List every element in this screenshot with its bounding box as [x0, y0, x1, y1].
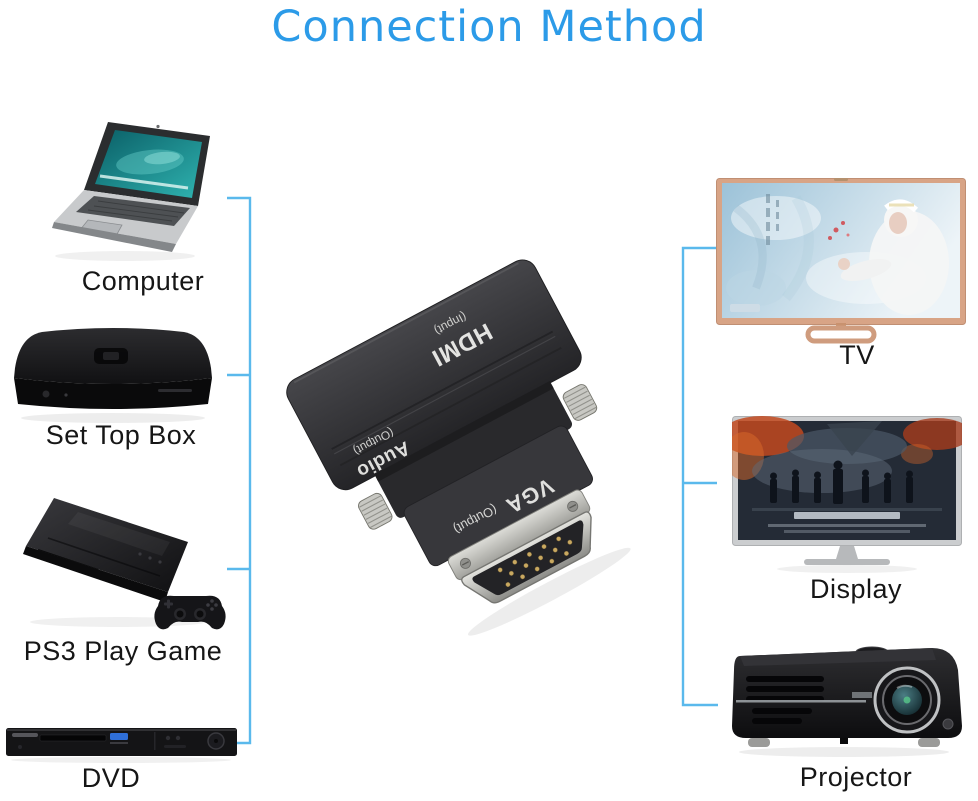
display-image: [732, 416, 962, 576]
ps3-image: [18, 492, 233, 644]
right-bus-line: [681, 246, 718, 707]
gamepad-icon: [154, 595, 226, 630]
left-bus-line: [227, 196, 252, 745]
dvd-label: DVD: [81, 763, 141, 793]
display-label: Display: [809, 574, 903, 604]
poster-text-marks: [766, 194, 779, 245]
projector-icon: [732, 646, 962, 757]
ps3-label: PS3 Play Game: [23, 636, 223, 666]
set-top-box-icon: [14, 328, 212, 423]
tv-stand: [805, 325, 877, 344]
projector-image: [722, 640, 967, 762]
vga-pins: [497, 536, 573, 587]
dvd-image: [4, 718, 239, 766]
set-top-box-label: Set Top Box: [45, 420, 197, 450]
set-top-box-image: [8, 318, 218, 428]
computer-label: Computer: [81, 266, 205, 296]
tv-label: TV: [839, 340, 875, 370]
lens: [873, 666, 941, 734]
tv-image: [716, 178, 966, 348]
figure-silhouettes: [770, 460, 913, 504]
vga-connector: [447, 489, 592, 604]
computer-image: [50, 118, 230, 270]
hdmi-shell: HDMI (Input) Audio (Output): [286, 259, 582, 491]
thumbscrew-right-icon: [562, 384, 598, 421]
projector-label: Projector: [799, 762, 913, 792]
adapter-image: HDMI (Input) Audio (Output): [250, 237, 700, 667]
monitor-stand: [836, 546, 858, 559]
game-console-icon: [23, 498, 226, 630]
thumbscrew-left-icon: [358, 492, 393, 530]
monitor-icon: [732, 416, 962, 573]
tv-icon: [716, 178, 966, 344]
laptop-icon: [52, 122, 210, 261]
page-title: Connection Method: [271, 2, 707, 52]
dvd-player-icon: [6, 728, 237, 763]
hdmi-vga-adapter-icon: HDMI (Input) Audio (Output): [286, 259, 631, 636]
